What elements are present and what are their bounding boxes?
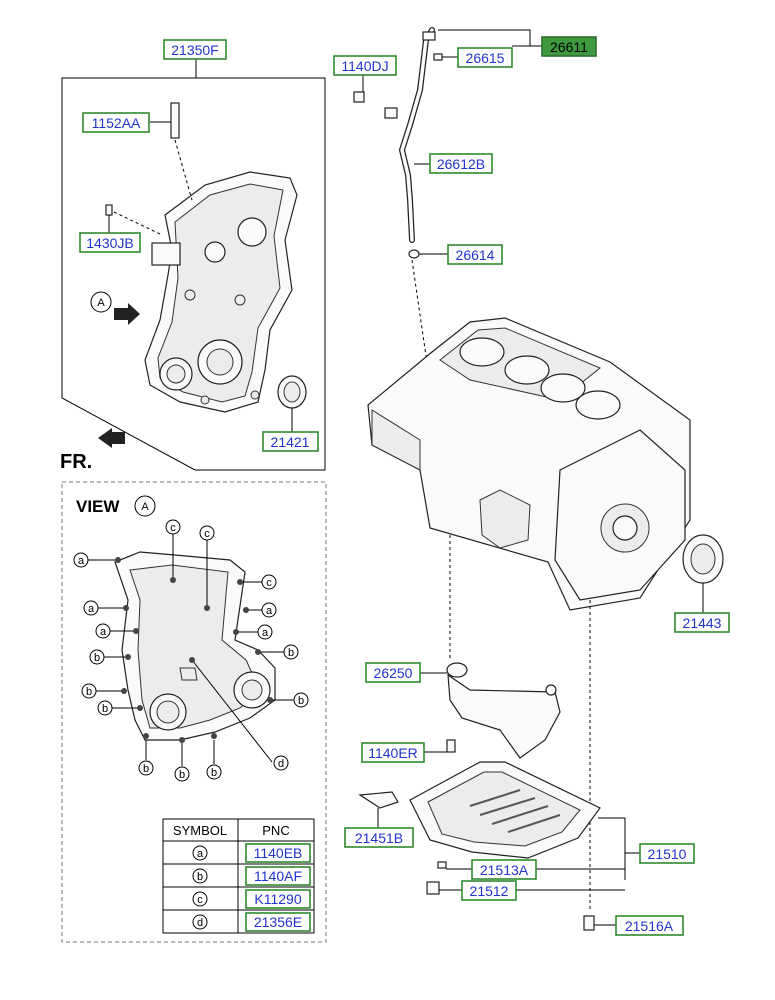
table-row: d 21356E [192,912,311,932]
svg-text:d: d [197,917,203,929]
svg-text:a: a [266,605,273,617]
symbol-b-markers: b b b b b b b b [81,644,309,782]
label-21513A[interactable]: 21513A [471,859,537,880]
svg-text:d: d [278,758,284,770]
label-26615[interactable]: 26615 [457,47,513,68]
svg-text:1140AF: 1140AF [254,868,302,884]
bolt-1140ER-drawing [424,739,456,753]
svg-text:A: A [97,297,105,309]
svg-text:b: b [94,652,100,664]
view-title: VIEW [76,497,120,516]
label-21443[interactable]: 21443 [674,612,730,633]
table-header-symbol: SYMBOL [173,823,227,838]
svg-text:21512: 21512 [470,883,509,899]
table-row: c K11290 [192,889,311,909]
svg-text:26250: 26250 [374,665,413,681]
front-direction-indicator: FR. [60,428,125,473]
svg-text:a: a [88,603,95,615]
view-a-cover-drawing [114,551,276,741]
svg-text:c: c [170,522,176,534]
svg-text:c: c [204,528,210,540]
svg-text:b: b [197,871,203,883]
svg-text:21516A: 21516A [625,918,674,934]
bolt-1152AA-drawing [150,102,193,201]
label-26612B[interactable]: 26612B [429,153,493,174]
svg-text:26614: 26614 [456,247,495,263]
svg-text:21513A: 21513A [480,862,529,878]
label-1152AA[interactable]: 1152AA [82,112,150,133]
table-row: a 1140EB [192,843,311,863]
bolt-1140DJ-drawing [353,74,365,103]
view-a-marker: A [90,291,140,325]
svg-text:21350F: 21350F [171,42,218,58]
symbol-d-markers: d [273,755,289,771]
view-marker: A [141,501,149,513]
svg-text:26611: 26611 [550,39,588,55]
table-row: b 1140AF [192,866,311,886]
svg-text:b: b [179,769,185,781]
oil-pan-drawing [409,761,601,859]
bracket-21451B-drawing [358,791,399,828]
svg-text:a: a [100,626,107,638]
label-21421[interactable]: 21421 [262,431,319,452]
symbol-pnc-table: SYMBOL PNC a 1140EB b 1140AF c K11290 d … [162,818,315,934]
label-21350F[interactable]: 21350F [163,39,227,60]
svg-text:b: b [211,767,217,779]
label-1140ER[interactable]: 1140ER [361,742,425,763]
strainer-26250-drawing [420,662,561,759]
svg-text:b: b [86,686,92,698]
engine-block-drawing [367,317,691,912]
svg-text:a: a [78,555,85,567]
svg-text:1430JB: 1430JB [86,235,133,251]
drain-plug-drawing [426,817,640,931]
label-21512[interactable]: 21512 [461,880,517,901]
svg-text:K11290: K11290 [254,891,301,907]
label-1140DJ[interactable]: 1140DJ [333,55,397,76]
svg-text:21443: 21443 [683,615,722,631]
svg-text:1152AA: 1152AA [92,115,141,131]
svg-text:a: a [262,627,269,639]
svg-text:1140EB: 1140EB [254,845,303,861]
seal-21421-drawing [277,375,307,432]
svg-text:21421: 21421 [271,434,310,450]
label-26614[interactable]: 26614 [447,244,503,265]
plug-1430JB-drawing [105,204,161,235]
svg-text:26615: 26615 [466,50,505,66]
svg-text:21451B: 21451B [355,830,403,846]
seal-21443-drawing [682,534,724,613]
front-cover-frame [61,58,326,471]
svg-text:b: b [298,695,304,707]
timing-cover-drawing [144,171,298,413]
svg-text:b: b [143,763,149,775]
view-a-panel: VIEW A [61,481,327,943]
label-26250[interactable]: 26250 [365,662,421,683]
svg-text:c: c [197,894,203,906]
svg-text:21510: 21510 [648,846,687,862]
symbol-c-markers: c c c [165,519,277,590]
label-21516A[interactable]: 21516A [615,915,684,936]
svg-text:a: a [197,848,204,860]
svg-text:1140DJ: 1140DJ [341,58,388,74]
label-21451B[interactable]: 21451B [344,827,414,848]
label-21510[interactable]: 21510 [639,843,695,864]
view-a-callouts [88,534,294,766]
svg-text:b: b [102,703,108,715]
symbol-a-markers: a a a a a [73,552,277,640]
svg-text:21356E: 21356E [254,914,302,930]
svg-text:b: b [288,647,294,659]
svg-text:FR.: FR. [60,451,92,473]
label-26611[interactable]: 26611 [541,36,597,57]
svg-text:1140ER: 1140ER [368,745,418,761]
svg-text:26612B: 26612B [437,156,485,172]
label-1430JB[interactable]: 1430JB [79,232,141,253]
table-header-pnc: PNC [262,823,289,838]
svg-text:c: c [266,577,272,589]
